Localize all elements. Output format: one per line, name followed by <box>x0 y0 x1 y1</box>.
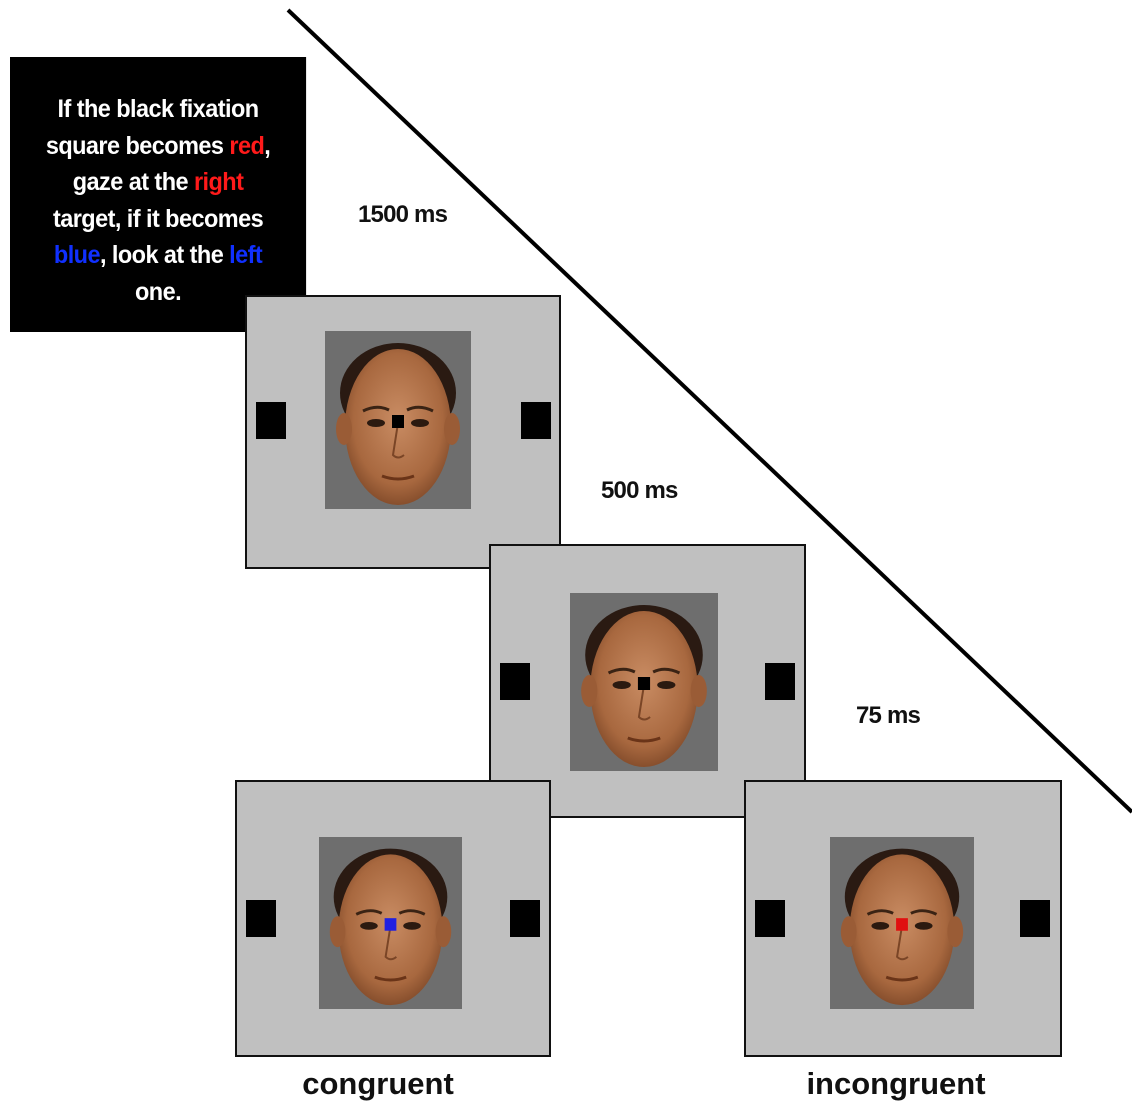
instruction-text: If the black fixation <box>57 95 260 123</box>
right-target-square <box>510 900 540 937</box>
face-image <box>830 837 974 1009</box>
timing-label-500: 500 ms <box>601 477 678 504</box>
right-target-square <box>765 663 795 700</box>
fixation-cue-square <box>392 415 404 428</box>
face-illustration <box>329 848 452 1006</box>
left-target-square <box>500 663 530 700</box>
instruction-text: , <box>264 131 271 160</box>
instruction-red-word: red <box>229 131 265 160</box>
condition-label-congruent: congruent <box>302 1066 454 1101</box>
left-target-square <box>256 402 286 439</box>
fixation-cue-square <box>637 677 651 690</box>
stimulus-screen-congruent <box>235 780 551 1057</box>
instruction-blue-word: left <box>229 241 263 269</box>
instruction-text: square becomes <box>45 131 230 160</box>
stimulus-screen-gaze <box>489 544 806 818</box>
instruction-blue-word: blue <box>53 241 101 269</box>
left-target-square <box>755 900 785 937</box>
timing-label-75: 75 ms <box>856 702 921 729</box>
instruction-box: If the black fixation square becomes red,… <box>10 57 307 332</box>
face-illustration <box>581 605 707 767</box>
stimulus-screen-incongruent <box>744 780 1062 1057</box>
instruction-text: gaze at the <box>72 168 194 196</box>
face-illustration <box>336 343 460 505</box>
fixation-cue-square <box>896 918 908 931</box>
stimulus-screen-fixation <box>245 295 561 569</box>
instruction-text: , look at the <box>99 241 230 269</box>
right-target-square <box>1020 900 1050 937</box>
right-target-square <box>521 402 551 439</box>
face-image <box>570 593 718 771</box>
face-illustration <box>840 848 964 1006</box>
condition-label-incongruent: incongruent <box>806 1066 986 1101</box>
timing-label-1500: 1500 ms <box>358 201 448 228</box>
instruction-text: one. <box>135 277 182 306</box>
face-image <box>319 837 462 1009</box>
instruction-red-word: right <box>193 168 244 196</box>
left-target-square <box>246 900 276 937</box>
face-image <box>325 331 471 509</box>
instruction-text: target, if it becomes <box>52 204 264 233</box>
fixation-cue-square <box>384 918 397 931</box>
